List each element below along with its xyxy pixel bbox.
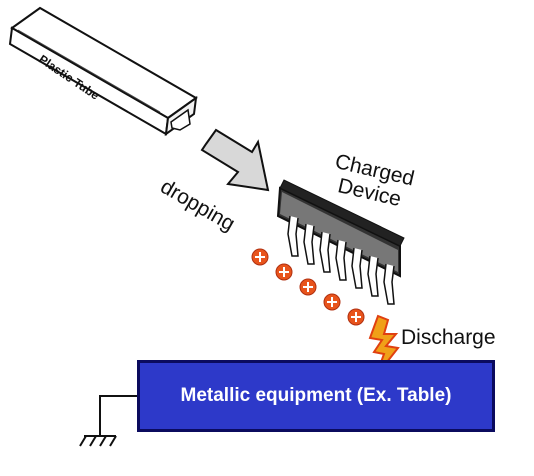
device-pin (351, 247, 363, 289)
plus-circle-icon (323, 293, 341, 311)
plus-circle-icon (251, 248, 269, 266)
table-label: Metallic equipment (Ex. Table) (180, 385, 452, 406)
device-pin (287, 215, 299, 257)
device-pin (367, 255, 379, 297)
device-pins (287, 215, 395, 305)
ground-icon (79, 395, 137, 447)
discharge-label: Discharge (401, 326, 496, 349)
plus-circle-icon (275, 263, 293, 281)
device-pin (383, 263, 395, 305)
metallic-table-box: Metallic equipment (Ex. Table) (137, 360, 495, 432)
plus-circle-icon (347, 308, 365, 326)
dropping-arrow-icon (200, 128, 270, 192)
device-pin (303, 223, 315, 265)
positive-charges (251, 248, 365, 326)
device-pin (335, 239, 347, 281)
device-pin (319, 231, 331, 273)
plus-circle-icon (299, 278, 317, 296)
plastic-tube (8, 6, 198, 137)
charged-device (276, 179, 405, 305)
